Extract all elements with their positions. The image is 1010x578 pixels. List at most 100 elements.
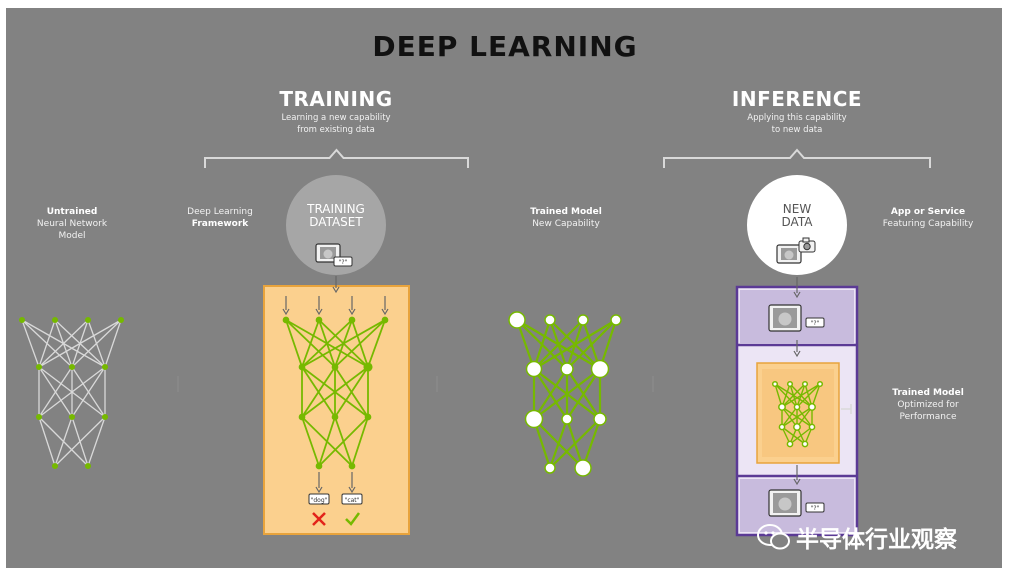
- optimized-network-link: [781, 383, 791, 408]
- training-network-link: [318, 416, 369, 467]
- optimized-network-link: [781, 406, 813, 428]
- input-arrow-1-head: [315, 308, 323, 316]
- optimized-network-link: [796, 383, 821, 408]
- trained-optimized-label-line3: Performance: [899, 412, 957, 422]
- optimized-network-link: [781, 383, 821, 408]
- untrained-label: Untrained Neural Network Model: [22, 206, 122, 242]
- training-network-node: [331, 363, 339, 371]
- trained-network-node: [508, 311, 526, 329]
- dataset-label-tag-text: "?": [339, 259, 348, 266]
- trained-network-link: [532, 319, 552, 370]
- optimized-network-node: [816, 380, 824, 388]
- trained-network-link: [566, 319, 617, 370]
- diagram-title: DEEP LEARNING: [372, 30, 638, 63]
- app-service-label-line2: Featuring Capability: [882, 219, 974, 229]
- framework-label: Deep Learning Framework: [170, 206, 270, 230]
- untrained-network-link: [104, 319, 122, 368]
- dataset-label-tag: [333, 256, 353, 267]
- training-network-node: [298, 413, 306, 421]
- training-network-link: [301, 319, 353, 368]
- training-dataset-circle: [286, 175, 386, 275]
- optimized-network-link: [781, 383, 806, 408]
- training-network-node: [381, 316, 389, 324]
- camera-icon-top: [802, 237, 810, 243]
- untrained-network-node: [35, 363, 43, 371]
- trained-network-link: [548, 418, 569, 469]
- output-photo-icon-subject: [778, 497, 792, 511]
- untrained-network-node: [18, 316, 26, 324]
- optimized-network-node: [801, 380, 809, 388]
- input-photo-icon-subject: [778, 312, 792, 326]
- input-label-tag: [805, 317, 825, 328]
- new-data-circle: [747, 175, 847, 275]
- output-arrow-cat-head: [348, 486, 356, 494]
- optimized-network-node: [808, 403, 816, 411]
- inference-title: INFERENCE: [731, 87, 863, 111]
- new-data-label: NEW DATA: [757, 203, 837, 229]
- check-icon: [345, 512, 361, 526]
- trained-network-node: [574, 459, 592, 477]
- training-network-link: [301, 366, 369, 418]
- training-dataset-label: TRAINING DATASET: [296, 203, 376, 229]
- trained-model-label: Trained Model New Capability: [516, 206, 616, 230]
- trained-optimized-label-line1: Trained Model: [892, 388, 964, 398]
- untrained-network-link: [38, 416, 56, 467]
- untrained-label-line3: Model: [58, 231, 86, 241]
- untrained-label-line1: Untrained: [46, 207, 98, 217]
- new-data-line1: NEW: [782, 202, 812, 216]
- new-data-arrow-head: [793, 291, 801, 299]
- trained-optimized-label-line2: Optimized for: [897, 400, 959, 410]
- training-dataset-line1: TRAINING: [307, 202, 365, 216]
- new-data-line2: DATA: [781, 215, 813, 229]
- training-network-link: [334, 366, 369, 418]
- training-subtitle-line1: Learning a new capability: [281, 113, 391, 123]
- trained-network-link: [533, 319, 584, 370]
- untrained-network-node: [84, 462, 92, 470]
- trained-network-link: [533, 368, 568, 420]
- app-service-label-line1: App or Service: [890, 207, 966, 217]
- training-network-link: [318, 416, 336, 467]
- training-network-link: [334, 319, 386, 368]
- input-arrow-2-head: [348, 308, 356, 316]
- untrained-network-node: [101, 413, 109, 421]
- optimized-network-link: [811, 383, 821, 408]
- app-service-label: App or Service Featuring Capability: [868, 206, 988, 230]
- trained-network-node: [593, 412, 607, 426]
- training-network-node: [315, 316, 323, 324]
- watermark-text: 半导体行业观察: [796, 527, 957, 553]
- training-network-link: [301, 319, 320, 368]
- training-title: TRAINING: [279, 87, 393, 111]
- trained-network-node: [544, 462, 556, 474]
- output-arrow-dog-head: [315, 486, 323, 494]
- training-network-node: [363, 362, 373, 372]
- optimized-network-link: [796, 406, 813, 428]
- framework-label-line2: Framework: [191, 219, 249, 229]
- camera-icon-lens: [803, 242, 811, 251]
- training-network-link: [301, 319, 386, 368]
- untrained-network-link: [38, 366, 106, 418]
- trained-model-label-line1: Trained Model: [530, 207, 602, 217]
- new-data-photo-icon-subject: [784, 250, 794, 260]
- trained-optimized-label: Trained Model Optimized for Performance: [868, 387, 988, 423]
- untrained-network-node: [101, 363, 109, 371]
- inference-arrow-1-head: [793, 350, 801, 358]
- training-subtitle-line2: from existing data: [297, 125, 375, 135]
- untrained-network-link: [54, 416, 73, 467]
- training-network-link: [301, 416, 320, 467]
- inference-subtitle-line2: to new data: [771, 125, 823, 135]
- untrained-network-link: [54, 416, 106, 467]
- inference-subtitle-line1: Applying this capability: [747, 113, 847, 123]
- training-network-node: [298, 363, 306, 371]
- training-network-node: [282, 316, 290, 324]
- training-bracket: [204, 148, 469, 168]
- optimized-network-node: [786, 440, 794, 448]
- cross-icon: [312, 512, 326, 526]
- trained-network-link: [533, 319, 617, 370]
- training-network-link: [367, 319, 386, 368]
- trained-model-label-line2: New Capability: [532, 219, 600, 229]
- untrained-network-node: [51, 462, 59, 470]
- optimized-network-node: [771, 380, 779, 388]
- trained-network-node: [610, 314, 622, 326]
- training-network-link: [351, 416, 369, 467]
